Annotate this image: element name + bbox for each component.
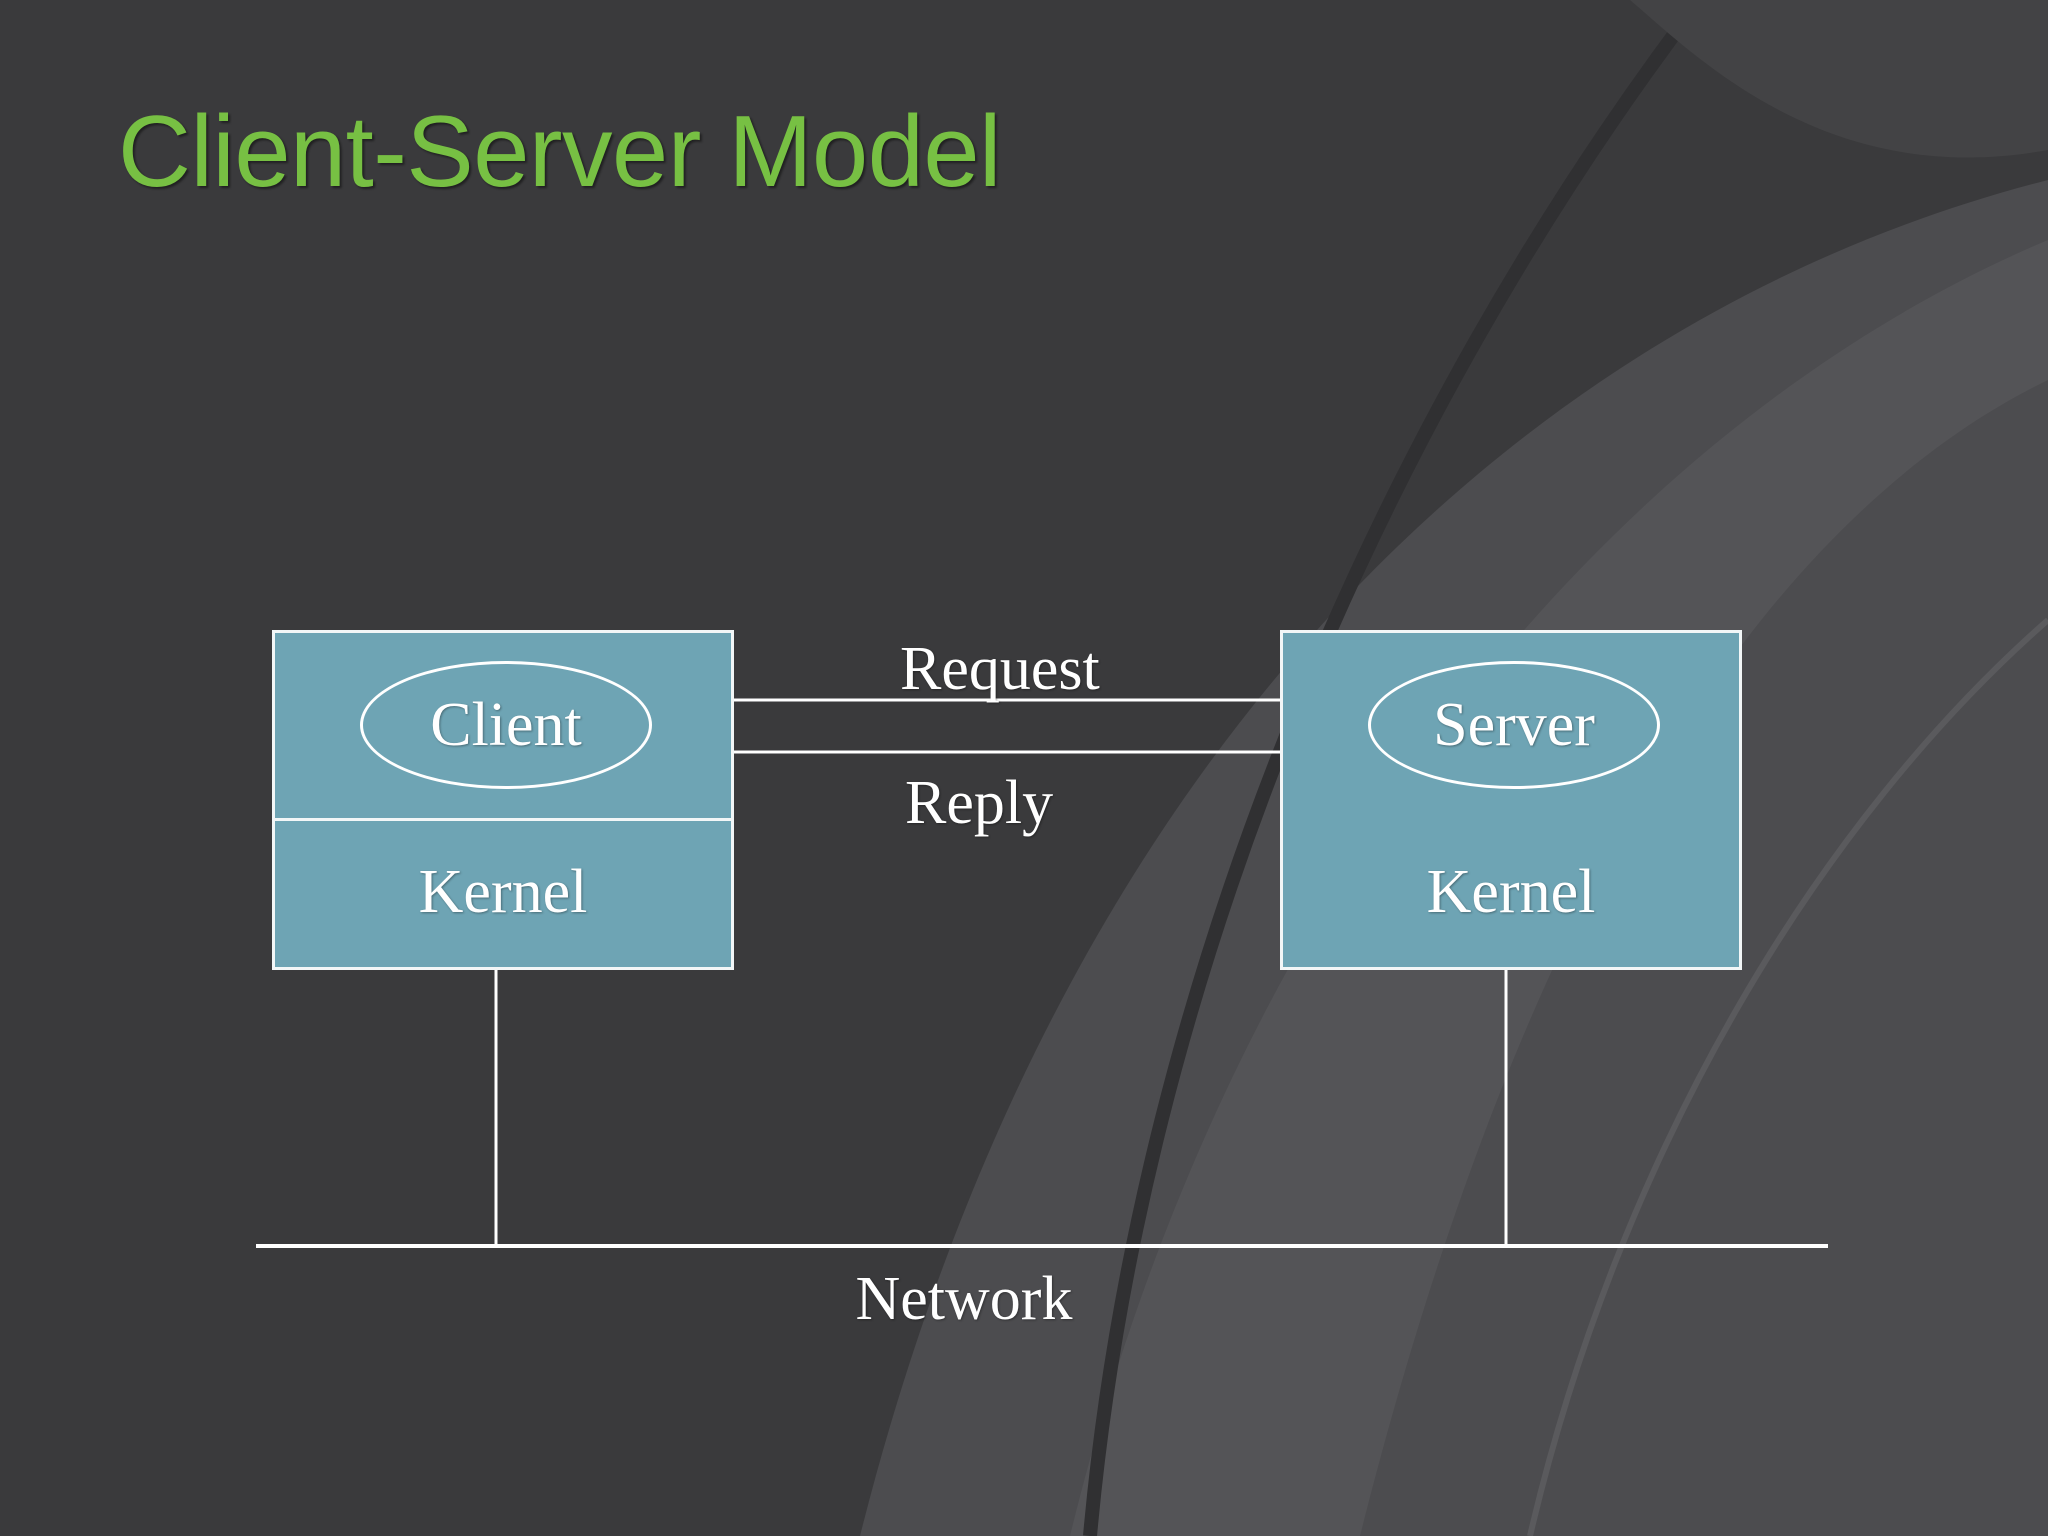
network-label-wrap: Network [0,1268,2048,1330]
server-host-box: Server Kernel [1280,630,1742,970]
client-process-label: Client [430,691,582,759]
network-label: Network [855,1265,1073,1333]
server-process-ellipse: Server [1368,661,1660,789]
page-title: Client-Server Model [118,96,1001,208]
client-user-kernel-divider [275,818,731,821]
request-flow-label: Request [900,635,1100,703]
client-process-ellipse: Client [360,661,652,789]
reply-flow-label: Reply [905,769,1054,837]
server-kernel-label: Kernel [1426,858,1596,926]
client-host-box: Client Kernel [272,630,734,970]
server-process-label: Server [1433,691,1595,759]
client-kernel-label: Kernel [418,858,588,926]
